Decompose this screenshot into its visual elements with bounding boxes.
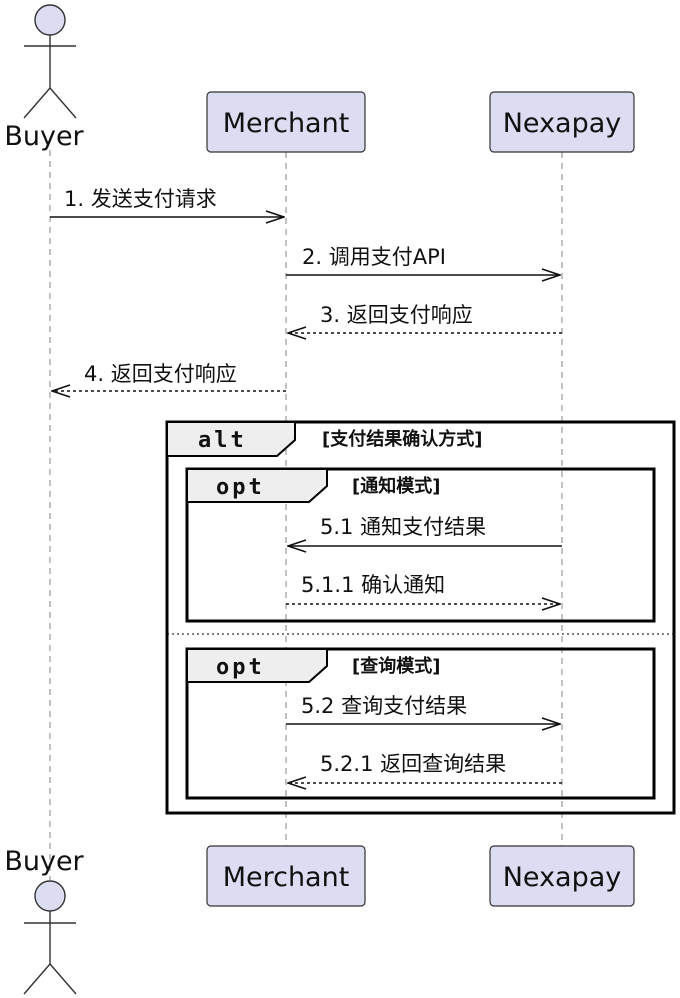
- message-4: 4. 返回支付响应: [52, 362, 286, 391]
- message-5-1-1: 5.1.1 确认通知: [286, 573, 560, 604]
- alt-keyword: alt: [198, 428, 247, 453]
- participant-nexapay-top: Nexapay: [489, 91, 635, 153]
- actor-buyer-top: Buyer: [4, 4, 85, 152]
- opt-keyword: opt: [216, 655, 265, 680]
- actor-head-icon: [34, 4, 66, 36]
- alt-frame: alt [支付结果确认方式]: [165, 420, 676, 815]
- message-5-2: 5.2 查询支付结果: [286, 694, 560, 724]
- message-label: 2. 调用支付API: [302, 245, 446, 269]
- message-label: 5.1.1 确认通知: [301, 573, 445, 597]
- participant-label-nexapay-bottom: Nexapay: [503, 862, 622, 893]
- actor-label-buyer-top: Buyer: [4, 121, 84, 152]
- participant-label-merchant-bottom: Merchant: [223, 862, 350, 893]
- actor-buyer-bottom: Buyer: [4, 846, 85, 995]
- message-3: 3. 返回支付响应: [288, 303, 562, 333]
- message-2: 2. 调用支付API: [286, 245, 560, 275]
- opt-guard: [通知模式]: [352, 475, 440, 497]
- participant-nexapay-bottom: Nexapay: [489, 845, 635, 907]
- message-1: 1. 发送支付请求: [50, 187, 284, 217]
- message-label: 5.1 通知支付结果: [320, 515, 486, 539]
- actor-label-buyer-bottom: Buyer: [4, 846, 84, 877]
- opt-keyword: opt: [216, 475, 265, 500]
- message-label: 3. 返回支付响应: [320, 303, 473, 327]
- opt-frame-notify: opt [通知模式]: [185, 467, 656, 623]
- participant-label-nexapay-top: Nexapay: [503, 108, 622, 139]
- message-label: 5.2.1 返回查询结果: [320, 752, 506, 776]
- message-label: 1. 发送支付请求: [64, 187, 217, 211]
- alt-guard: [支付结果确认方式]: [322, 428, 482, 450]
- opt-frame-query: opt [查询模式]: [185, 647, 656, 800]
- message-5-1: 5.1 通知支付结果: [288, 515, 562, 546]
- participant-merchant-bottom: Merchant: [206, 845, 366, 907]
- message-5-2-1: 5.2.1 返回查询结果: [288, 752, 562, 783]
- opt-guard: [查询模式]: [352, 655, 440, 677]
- participant-label-merchant-top: Merchant: [223, 108, 350, 139]
- participant-merchant-top: Merchant: [206, 91, 366, 153]
- message-label: 5.2 查询支付结果: [301, 694, 467, 718]
- message-label: 4. 返回支付响应: [84, 362, 237, 386]
- actor-head-icon: [34, 880, 66, 912]
